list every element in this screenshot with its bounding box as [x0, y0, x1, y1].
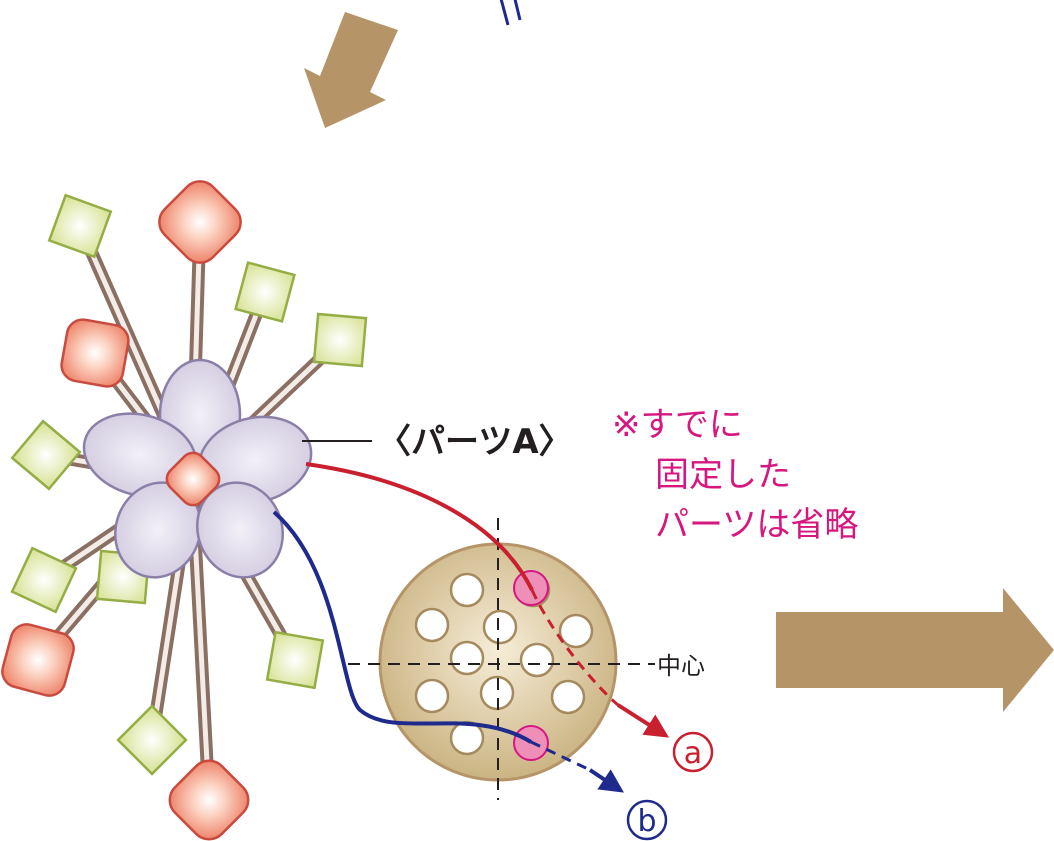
center-node-icon: [165, 451, 221, 507]
green-square-icon: [234, 261, 296, 323]
top-fragment-line-1: [499, 0, 510, 26]
red-node-icon: [158, 180, 242, 264]
blue-arrow: [588, 768, 624, 793]
green-square-icon: [116, 704, 188, 776]
green-square-icon: [265, 630, 325, 690]
green-square-icon: [47, 193, 113, 259]
blue-path-dashed: [530, 740, 591, 772]
note-line-3: パーツは省略: [655, 505, 858, 545]
green-square-icon: [10, 546, 78, 614]
red-path-dashed: [530, 589, 619, 707]
top-fragment-line-2: [513, 0, 522, 21]
disc-holes: [414, 572, 594, 756]
red-node-icon: [1, 623, 75, 697]
flower-petals: [82, 358, 313, 579]
red-arrow: [616, 703, 670, 738]
green-square-icon: [312, 312, 368, 368]
part-a-assembly: [1, 180, 368, 841]
marker-a-circle: [672, 731, 714, 773]
part-a-label: 〈パーツA〉: [377, 422, 573, 462]
red-path: [305, 462, 534, 591]
marker-a-label: a: [684, 736, 702, 771]
red-node-icon: [168, 759, 250, 841]
green-square-icon: [10, 419, 82, 491]
blue-path: [272, 510, 533, 744]
marker-b-label: b: [637, 804, 656, 839]
note-line-1: ※すでに: [612, 405, 743, 445]
down-left-arrow-icon: [304, 12, 398, 128]
note-line-2: 固定した: [655, 455, 791, 495]
green-squares: [10, 193, 368, 776]
center-label: 中心: [657, 652, 705, 680]
red-node-icon: [60, 318, 130, 388]
red-nodes: [1, 180, 250, 841]
marker-b-circle: [626, 799, 668, 841]
right-arrow-icon: [776, 588, 1054, 712]
